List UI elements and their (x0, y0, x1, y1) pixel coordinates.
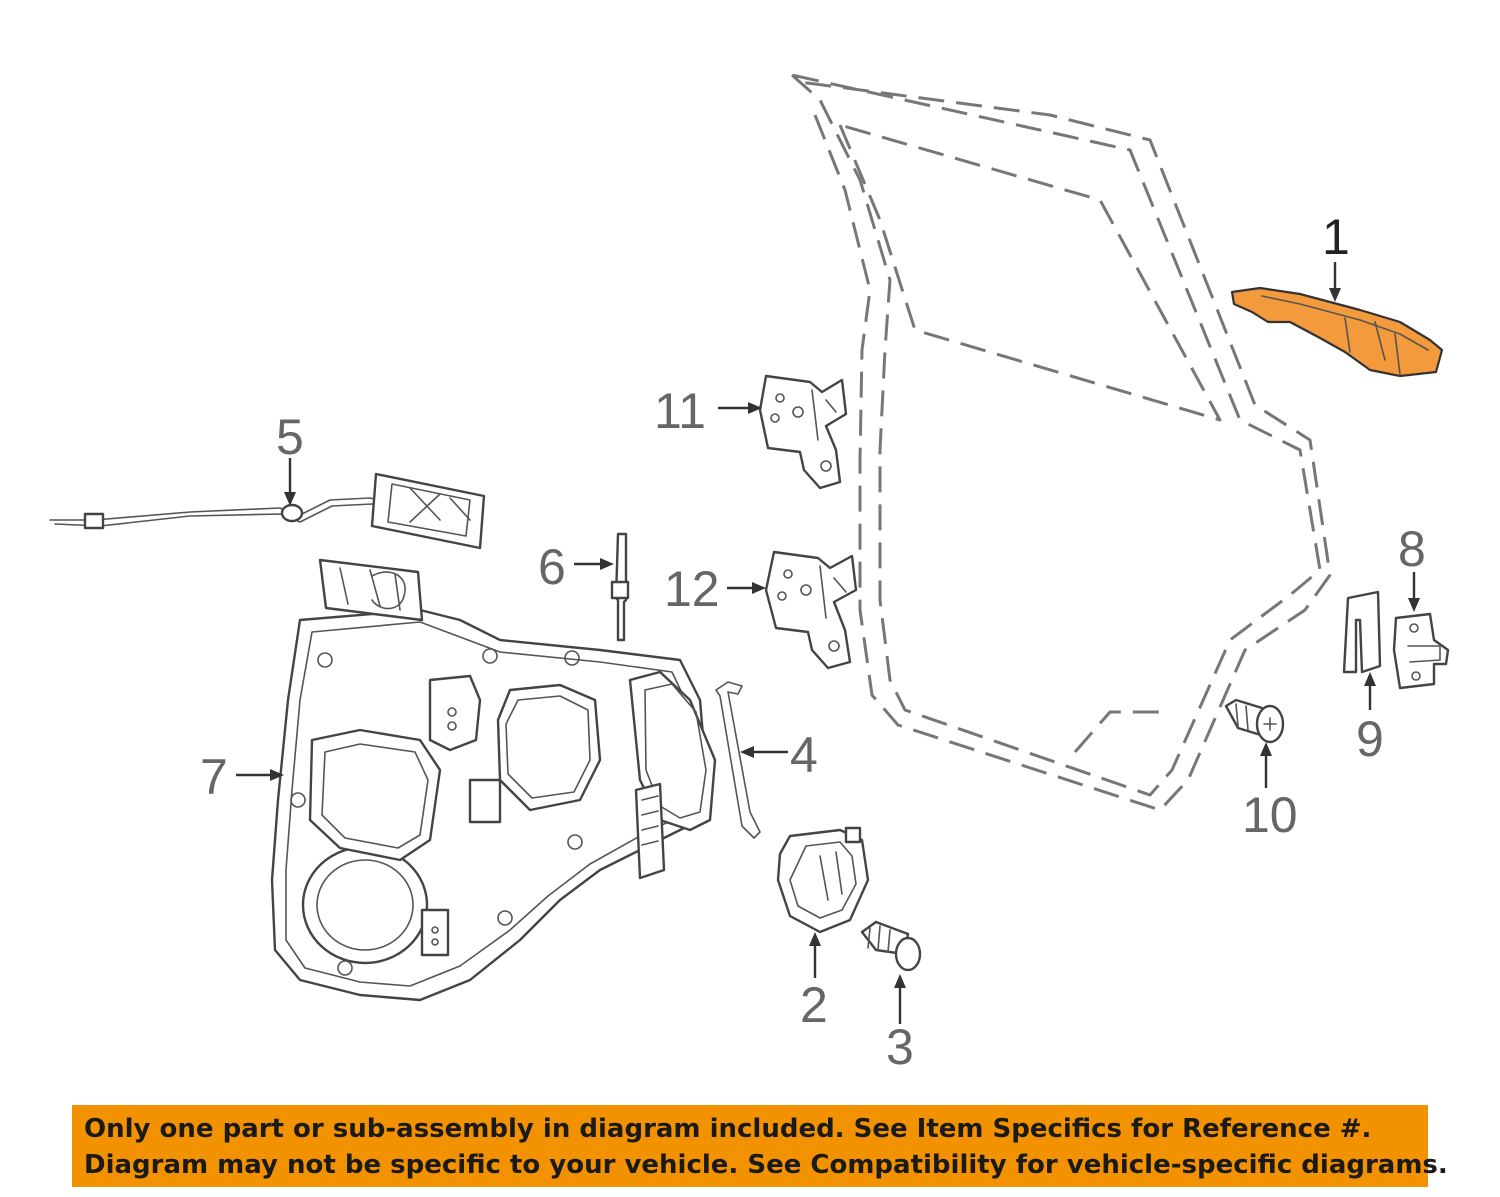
callout-2: 2 (800, 977, 828, 1033)
disclaimer-banner: Only one part or sub-assembly in diagram… (72, 1105, 1448, 1187)
part-5-inside-handle-cable[interactable] (49, 472, 486, 550)
part-3-screw[interactable] (860, 920, 922, 972)
callout-11: 11 (654, 383, 706, 439)
callout-3: 3 (886, 1019, 914, 1075)
disclaimer-line-2: Diagram may not be specific to your vehi… (84, 1150, 1448, 1180)
part-1-outside-handle[interactable] (1230, 286, 1444, 378)
callout-4: 4 (790, 727, 818, 783)
part-7-door-module[interactable] (270, 558, 717, 1002)
callout-8: 8 (1398, 521, 1426, 577)
part-12-lower-hinge[interactable] (764, 550, 858, 670)
callout-labels: 1 2 3 4 5 6 7 8 9 10 11 12 (200, 209, 1426, 1075)
callout-9: 9 (1356, 711, 1384, 767)
callout-5: 5 (276, 409, 304, 465)
callout-7: 7 (200, 749, 228, 805)
part-9-shim[interactable] (1342, 590, 1382, 674)
part-10-bolt[interactable] (1224, 698, 1285, 744)
part-8-striker[interactable] (1392, 612, 1450, 690)
callout-6: 6 (538, 539, 566, 595)
disclaimer-line-1: Only one part or sub-assembly in diagram… (84, 1114, 1372, 1144)
callout-arrows (236, 262, 1420, 1024)
callout-1: 1 (1322, 209, 1350, 265)
door-shell-outline (790, 73, 1332, 812)
part-2-latch[interactable] (776, 826, 870, 934)
part-6-rod[interactable] (610, 532, 630, 642)
part-11-upper-hinge[interactable] (758, 374, 848, 490)
part-4-link-rod[interactable] (715, 681, 761, 839)
callout-12: 12 (664, 561, 720, 617)
callout-10: 10 (1242, 787, 1298, 843)
